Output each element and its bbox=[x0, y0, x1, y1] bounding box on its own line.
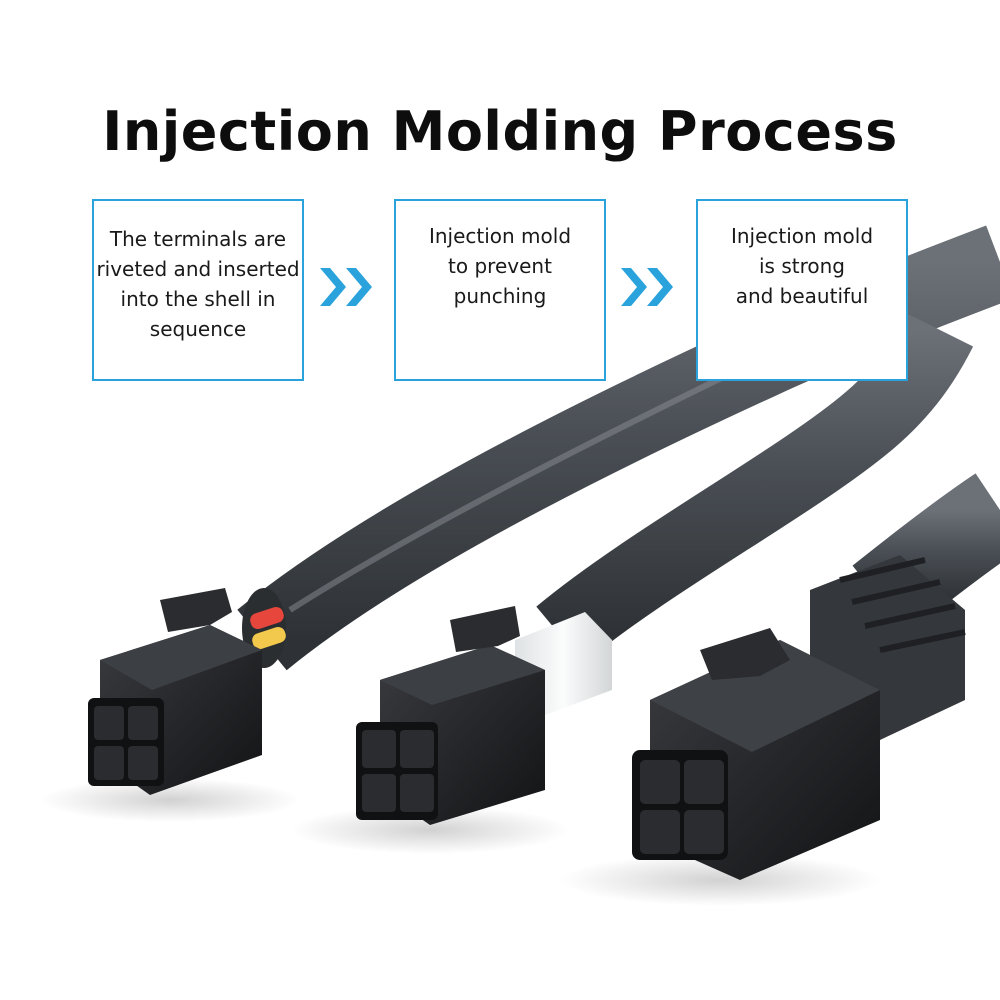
double-chevron-right-icon bbox=[621, 268, 673, 306]
wire-yellow bbox=[252, 626, 286, 650]
connector-left bbox=[88, 588, 262, 795]
step-text-3: Injection mold is strong and beautiful bbox=[730, 224, 874, 308]
double-chevron-right-icon bbox=[320, 268, 372, 306]
step-text-2: Injection mold to prevent punching bbox=[428, 224, 572, 308]
step-box-3: Injection mold is strong and beautiful bbox=[696, 199, 908, 381]
cable-middle bbox=[536, 313, 974, 664]
cable-highlight bbox=[288, 337, 802, 613]
step-box-1: The terminals are riveted and inserted i… bbox=[92, 199, 304, 381]
page-title: Injection Molding Process bbox=[102, 100, 898, 163]
shadow bbox=[560, 854, 880, 906]
shadow bbox=[40, 778, 300, 822]
connector-middle bbox=[356, 606, 612, 825]
connector-right bbox=[632, 555, 966, 880]
step-box-2: Injection mold to prevent punching bbox=[394, 199, 606, 381]
step-text-1: The terminals are riveted and inserted i… bbox=[96, 227, 300, 341]
wire-red bbox=[250, 606, 284, 630]
